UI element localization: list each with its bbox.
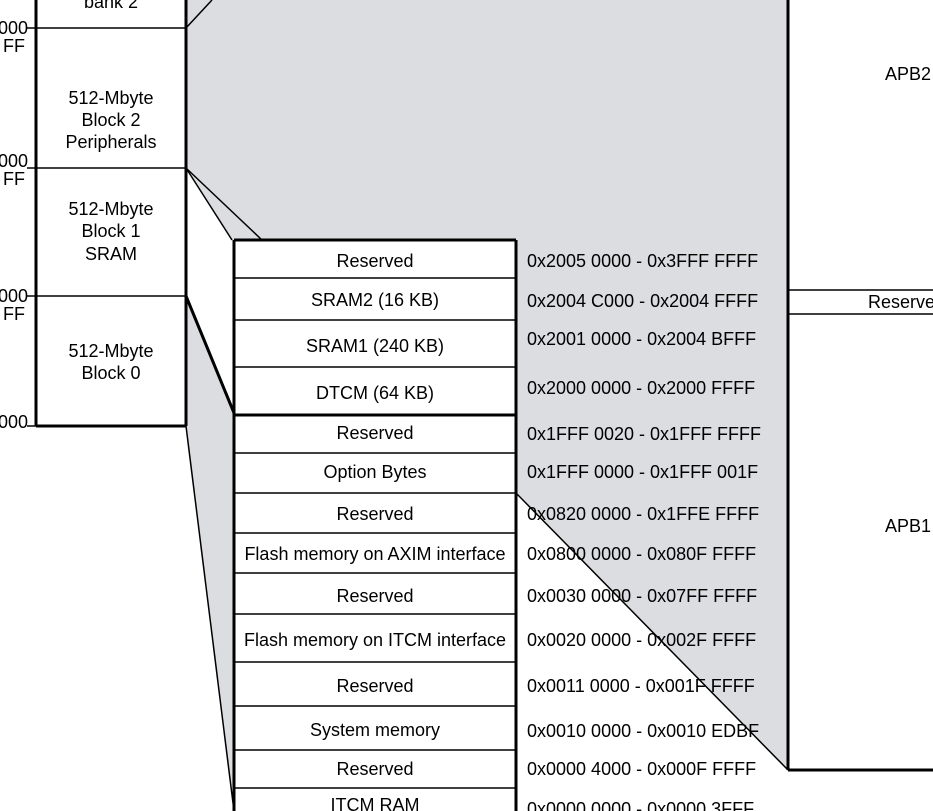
region-address-range: 0x2000 0000 - 0x2000 FFFF xyxy=(527,378,755,398)
apb2-label: APB2 xyxy=(885,64,931,84)
block1-line-1: 512-Mbyte xyxy=(68,199,153,219)
region-address-range: 0x0000 4000 - 0x000F FFFF xyxy=(527,759,756,779)
region-address-range: 0x2005 0000 - 0x3FFF FFFF xyxy=(527,251,758,271)
apb1-label: APB1 xyxy=(885,516,931,536)
region-label: ITCM RAM xyxy=(331,795,420,811)
region-address-range: 0x0011 0000 - 0x001F FFFF xyxy=(527,676,755,696)
region-address-range: 0x0030 0000 - 0x07FF FFFF xyxy=(527,586,757,606)
block1-line-2: Block 1 xyxy=(81,221,140,241)
block-bank2-line-1: bank 2 xyxy=(84,0,138,12)
peripheral-zoom-diagonal xyxy=(515,492,789,771)
peripheral-expansion-shading xyxy=(186,0,788,770)
block0-line-2: Block 0 xyxy=(81,363,140,383)
region-address-range: 0x2004 C000 - 0x2004 FFFF xyxy=(527,291,758,311)
block2-line-3: Peripherals xyxy=(65,132,156,152)
block0-line-1: 512-Mbyte xyxy=(68,341,153,361)
region-label: Reserved xyxy=(336,759,413,779)
region-address-range: 0x1FFF 0000 - 0x1FFF 001F xyxy=(527,462,758,482)
region-address-range: 0x0800 0000 - 0x080F FFFF xyxy=(527,544,756,564)
region-label: Flash memory on ITCM interface xyxy=(244,630,506,650)
region-address-range: 0x0820 0000 - 0x1FFE FFFF xyxy=(527,504,759,524)
block1-line-3: SRAM xyxy=(85,244,137,264)
region-label: Flash memory on AXIM interface xyxy=(244,544,505,564)
reserved-right-label: Reserve xyxy=(868,292,933,312)
block1-zoom-line-b xyxy=(185,167,263,241)
block0-expansion-shading xyxy=(186,296,234,811)
region-label: Reserved xyxy=(336,676,413,696)
detail-table-background xyxy=(234,240,516,811)
region-label: SRAM2 (16 KB) xyxy=(311,290,439,310)
left-column: bank 2 512-Mbyte Block 2 Peripherals 512… xyxy=(0,0,188,432)
region-label: Reserved xyxy=(336,504,413,524)
region-label: Reserved xyxy=(336,586,413,606)
boundary-addr-3-upper: 000 xyxy=(0,286,28,306)
region-label: Reserved xyxy=(336,251,413,271)
region-address-range: 0x0020 0000 - 0x002F FFFF xyxy=(527,630,756,650)
block0-zoom-line-bottom xyxy=(185,425,235,811)
block1-zoom-line-a xyxy=(185,167,233,241)
region-address-range: 0x2001 0000 - 0x2004 BFFF xyxy=(527,329,756,349)
boundary-addr-3-lower: FF xyxy=(3,304,25,324)
region-label: DTCM (64 KB) xyxy=(316,383,434,403)
boundary-addr-1-lower: FF xyxy=(3,36,25,56)
region-label: System memory xyxy=(310,720,440,740)
region-address-range: 0x1FFF 0020 - 0x1FFF FFFF xyxy=(527,424,761,444)
block2-line-2: Block 2 xyxy=(81,110,140,130)
boundary-addr-2-lower: FF xyxy=(3,169,25,189)
boundary-addr-4-upper: 000 xyxy=(0,412,28,432)
region-label: SRAM1 (240 KB) xyxy=(306,336,444,356)
region-label: Reserved xyxy=(336,423,413,443)
block2-line-1: 512-Mbyte xyxy=(68,88,153,108)
region-address-range: 0x0010 0000 - 0x0010 EDBF xyxy=(527,721,759,741)
bank2-zoom-line xyxy=(185,0,213,29)
boundary-addr-2-upper: 000 xyxy=(0,151,28,171)
boundary-addr-1-upper: 000 xyxy=(0,18,28,38)
region-address-range: 0x0000 0000 - 0x0000 3FFF xyxy=(527,799,754,811)
region-label: Option Bytes xyxy=(323,462,426,482)
block0-zoom-line-top xyxy=(184,295,236,414)
